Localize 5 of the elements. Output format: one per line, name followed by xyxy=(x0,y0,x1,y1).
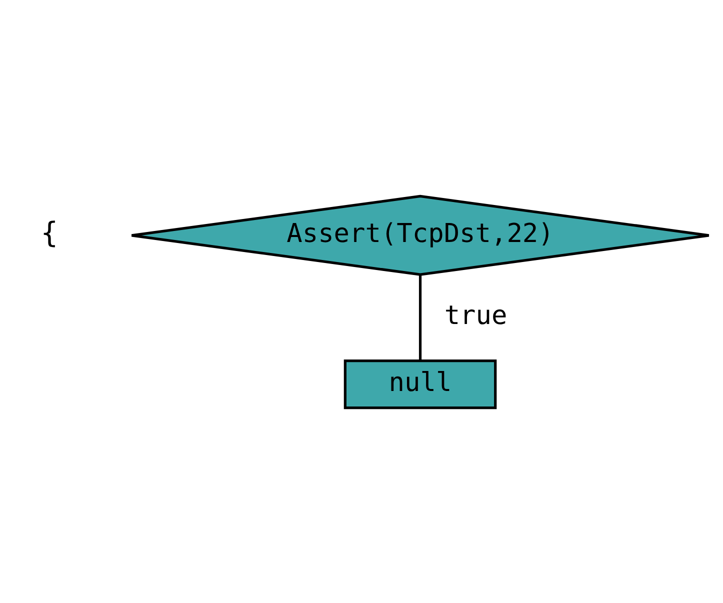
edge-label: true xyxy=(444,300,508,331)
label: { xyxy=(40,215,58,250)
node-box: null xyxy=(344,358,497,409)
node-diamond: Assert(TcpDst,22) xyxy=(130,194,710,276)
connector xyxy=(418,274,422,360)
